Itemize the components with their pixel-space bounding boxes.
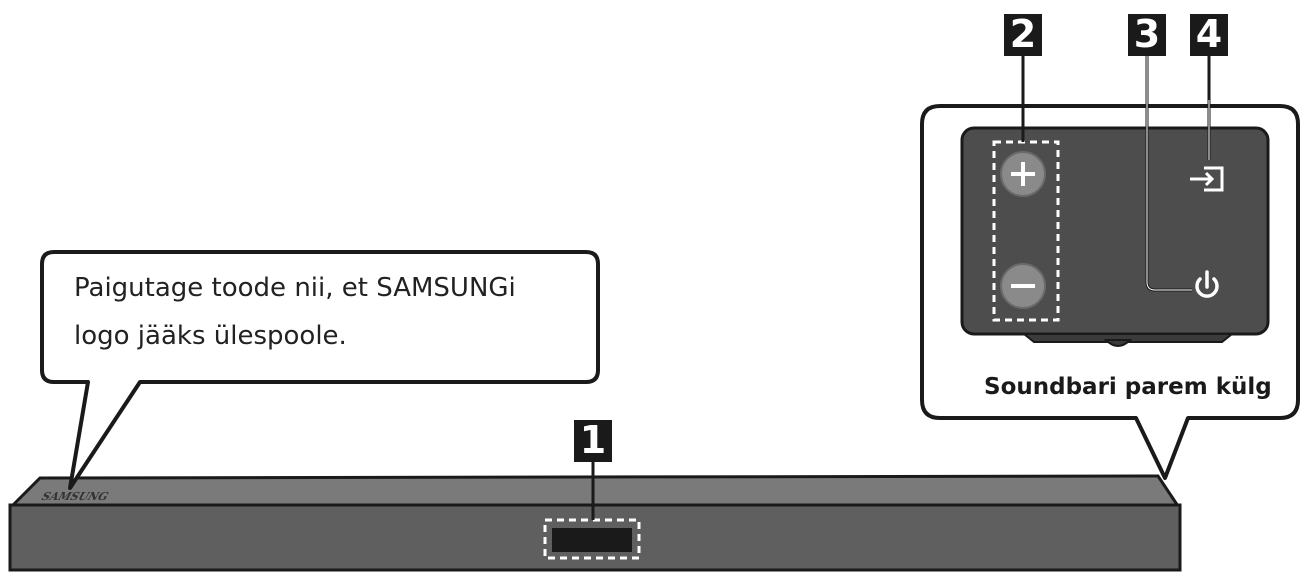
label-1: 1 bbox=[574, 420, 612, 462]
side-panel-foot bbox=[1103, 339, 1133, 347]
label-3-leader-inner bbox=[1146, 56, 1192, 291]
label-3: 3 bbox=[1128, 14, 1166, 56]
volume-down-button[interactable] bbox=[1000, 263, 1046, 309]
source-button[interactable] bbox=[1190, 166, 1224, 192]
volume-up-button[interactable] bbox=[1000, 151, 1046, 197]
callout-line-1: Paigutage toode nii, et SAMSUNGi bbox=[74, 273, 516, 303]
soundbar-top-surface bbox=[8, 474, 1181, 508]
samsung-logo: SAMSUNG bbox=[40, 489, 111, 503]
soundbar: SAMSUNG bbox=[8, 462, 1182, 572]
callout-bubble bbox=[40, 250, 600, 490]
side-panel-callout bbox=[920, 56, 1300, 480]
label-2: 2 bbox=[1004, 14, 1042, 56]
side-panel-base bbox=[1021, 333, 1235, 343]
placement-callout bbox=[40, 250, 600, 490]
power-button[interactable] bbox=[1195, 270, 1219, 298]
label-4: 4 bbox=[1190, 14, 1228, 56]
power-icon bbox=[1195, 270, 1219, 298]
callout-line-2: logo jääks ülespoole. bbox=[74, 321, 347, 351]
side-panel-caption: Soundbari parem külg bbox=[984, 374, 1272, 400]
display-highlight-box bbox=[543, 518, 641, 560]
front-display-window bbox=[552, 528, 632, 552]
source-input-icon bbox=[1190, 166, 1224, 192]
plus-icon bbox=[1011, 162, 1035, 186]
